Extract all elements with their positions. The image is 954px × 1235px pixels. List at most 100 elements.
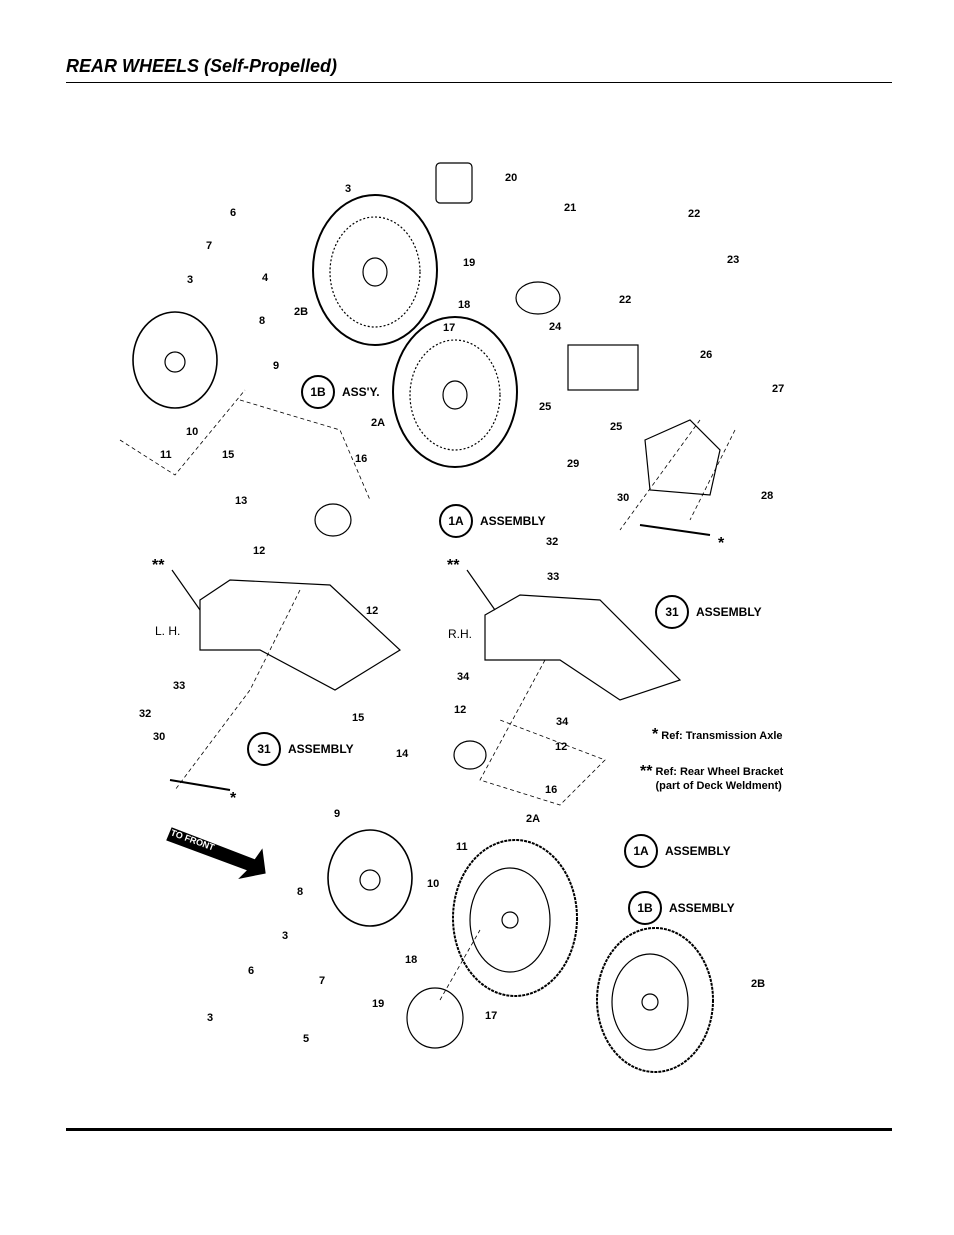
note-star-text: Ref: Transmission Axle — [661, 730, 783, 742]
callout-9: 9 — [273, 360, 279, 372]
callout-33: 33 — [173, 680, 185, 692]
assembly-marker-31: 31 ASSEMBLY — [247, 732, 354, 766]
assembly-circle — [624, 834, 658, 868]
battery-bracket — [644, 419, 721, 496]
assembly-label: ASSEMBLY — [288, 742, 354, 756]
bracket-left — [199, 579, 401, 691]
bracket-right — [484, 594, 682, 701]
callout-6: 6 — [230, 207, 236, 219]
cap-19-upper — [515, 281, 561, 315]
right-hand-label: R.H. — [448, 627, 472, 641]
callout-10: 10 — [427, 878, 439, 890]
callout-10: 10 — [186, 426, 198, 438]
assembly-id: 31 — [257, 742, 271, 756]
page-title: REAR WHEELS (Self-Propelled) — [66, 56, 338, 76]
title-divider — [66, 82, 892, 83]
callout-15: 15 — [352, 712, 364, 724]
callout-24: 24 — [549, 321, 562, 333]
note-line-2: (part of Deck Weldment) — [655, 780, 782, 792]
callout-3: 3 — [207, 1012, 213, 1024]
cap-19-lower — [406, 987, 464, 1049]
callout-3: 3 — [187, 274, 193, 286]
assembly-label: ASSEMBLY — [665, 844, 731, 858]
callout-29: 29 — [567, 458, 579, 470]
callout-28: 28 — [761, 490, 773, 502]
callout-18: 18 — [458, 299, 470, 311]
wheel-1a-lower — [452, 839, 578, 997]
assembly-marker-1A: 1A ASSEMBLY — [439, 504, 546, 538]
callout-16: 16 — [355, 453, 367, 465]
callout-8: 8 — [297, 886, 303, 898]
double-star-arrow-right — [466, 569, 496, 611]
wheel-1b-lower — [596, 927, 714, 1073]
assembly-marker-1B: 1B ASS'Y. — [301, 375, 380, 409]
to-front-arrow — [166, 827, 266, 879]
callout-14: 14 — [396, 748, 409, 760]
callout-22: 22 — [619, 294, 631, 306]
note-transmission-axle: * Ref: Transmission Axle — [652, 726, 783, 743]
note-star: * — [652, 726, 659, 743]
assembly-id: 1B — [637, 901, 653, 915]
callout-17: 17 — [485, 1010, 497, 1022]
callout-13: 13 — [235, 495, 247, 507]
callout-7: 7 — [319, 975, 325, 987]
assembly-id: 1B — [310, 385, 326, 399]
assembly-circle — [439, 504, 473, 538]
callout-25: 25 — [539, 401, 551, 413]
footer-divider — [66, 1128, 892, 1131]
callout-5: 5 — [303, 1033, 309, 1045]
callout-2B: 2B — [751, 978, 765, 990]
callout-23: 23 — [727, 254, 739, 266]
wheel-1a-upper — [392, 316, 518, 468]
callout-12: 12 — [366, 605, 378, 617]
callout-12: 12 — [253, 545, 265, 557]
double-star-right: ** — [447, 557, 460, 574]
left-hand-label: L. H. — [155, 624, 180, 638]
assembly-circle — [301, 375, 335, 409]
callout-11: 11 — [160, 449, 172, 461]
callout-15: 15 — [222, 449, 234, 461]
assembly-circle — [247, 732, 281, 766]
callout-2B: 2B — [294, 306, 308, 318]
callout-32: 32 — [546, 536, 558, 548]
callout-17: 17 — [443, 322, 455, 334]
callout-27: 27 — [772, 383, 784, 395]
part-drawings — [119, 162, 736, 1073]
callout-30: 30 — [153, 731, 165, 743]
callout-12: 12 — [454, 704, 466, 716]
star-right: * — [718, 535, 725, 552]
callout-21: 21 — [564, 202, 576, 214]
note-line-1: Ref: Rear Wheel Bracket — [655, 766, 784, 778]
callout-19: 19 — [372, 998, 384, 1010]
battery — [567, 344, 639, 391]
assembly-id: 31 — [665, 605, 679, 619]
callout-18: 18 — [405, 954, 417, 966]
note-rear-wheel-bracket: ** Ref: Rear Wheel Bracket (part of Deck… — [640, 764, 784, 793]
callout-2A: 2A — [371, 417, 385, 429]
star-arrow-right — [639, 524, 711, 536]
callout-26: 26 — [700, 349, 712, 361]
assembly-id: 1A — [448, 514, 464, 528]
callout-19: 19 — [463, 257, 475, 269]
pulley-upper — [132, 311, 218, 409]
callout-30: 30 — [617, 492, 629, 504]
callout-9: 9 — [334, 808, 340, 820]
callout-32: 32 — [139, 708, 151, 720]
callout-22: 22 — [688, 208, 700, 220]
callout-12: 12 — [555, 741, 567, 753]
assembly-label: ASS'Y. — [342, 385, 380, 399]
assembly-label: ASSEMBLY — [480, 514, 546, 528]
callout-16: 16 — [545, 784, 557, 796]
callout-33: 33 — [547, 571, 559, 583]
callout-3: 3 — [282, 930, 288, 942]
star-left: * — [230, 790, 237, 807]
guide-lines — [119, 389, 736, 1001]
callout-3: 3 — [345, 183, 351, 195]
assembly-circle — [628, 891, 662, 925]
callout-25: 25 — [610, 421, 622, 433]
